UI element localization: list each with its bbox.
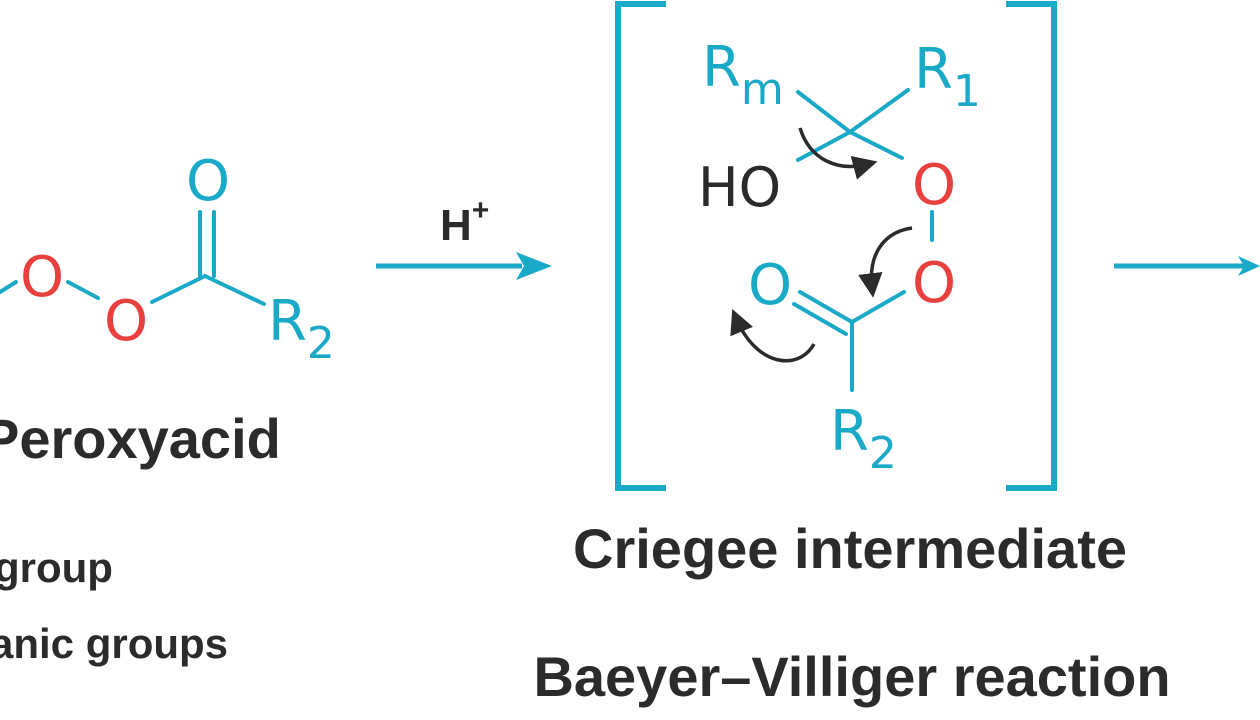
reaction-arrow-product — [1114, 256, 1260, 276]
group-r2-symbol: R — [268, 289, 307, 354]
atom-oxygen-peroxide-upper: O — [912, 153, 956, 218]
legend-line-1: group — [0, 544, 113, 591]
group-r1-symbol: R — [914, 37, 953, 102]
bond-carbon-r2 — [203, 274, 266, 306]
curly-arrow-migration — [798, 127, 878, 180]
bracket-right — [1006, 1, 1057, 491]
group-r2-subscript: 2 — [307, 318, 335, 369]
bond-peroxide-oo — [66, 280, 100, 300]
group-r2-criegee-subscript: 2 — [869, 428, 897, 479]
group-r1-subscript: 1 — [953, 66, 981, 117]
group-rm: Rm — [702, 35, 784, 115]
peroxyacid-label: Peroxyacid — [0, 407, 281, 470]
reaction-name: Baeyer–Villiger reaction — [533, 645, 1170, 708]
bracket-left — [615, 1, 666, 491]
atom-oxygen-carbonyl-criegee: O — [748, 253, 792, 318]
reaction-arrow-acid — [376, 252, 552, 280]
criegee-structure: Rm R1 HO O O O R2 — [698, 35, 981, 479]
group-rm-symbol: R — [702, 35, 741, 100]
reagent-symbol: H — [440, 201, 472, 250]
bond-oxygen-carbonyl-carbon — [850, 290, 906, 324]
bond-rm-carbon — [796, 90, 852, 134]
group-r2: R2 — [268, 289, 335, 369]
peroxyacid-structure: O O O R2 — [0, 149, 335, 369]
reagent-charge: + — [472, 194, 490, 227]
atom-oxygen-right: O — [104, 289, 148, 354]
reagent-proton: H+ — [440, 194, 489, 250]
curly-arrow-peroxide — [858, 226, 913, 298]
bond-carbon-oxygen — [848, 130, 904, 160]
group-r2-criegee-symbol: R — [830, 399, 869, 464]
atom-oxygen-carbonyl: O — [186, 149, 230, 214]
atom-oxygen-peroxide-lower: O — [912, 251, 956, 316]
reaction-arrow-head — [516, 252, 552, 280]
criegee-label: Criegee intermediate — [573, 517, 1127, 580]
hydroxyl-group: HO — [698, 156, 781, 219]
group-rm-subscript: m — [741, 64, 784, 115]
group-r2-criegee: R2 — [830, 399, 897, 479]
reaction-arrow-2-head — [1238, 256, 1260, 276]
atom-oxygen-left: O — [20, 245, 64, 310]
bond-carbonyl-double-a — [798, 290, 854, 324]
legend-line-2: anic groups — [0, 620, 228, 667]
bond-o-carbon — [150, 274, 207, 304]
curly-arrow-carbonyl — [730, 308, 816, 363]
bond-left-stub — [0, 280, 18, 294]
bond-carbon-ho — [796, 130, 852, 162]
group-r1: R1 — [914, 37, 981, 117]
bond-carbon-r1 — [848, 88, 910, 134]
bond-carbonyl-double-b — [792, 302, 848, 336]
